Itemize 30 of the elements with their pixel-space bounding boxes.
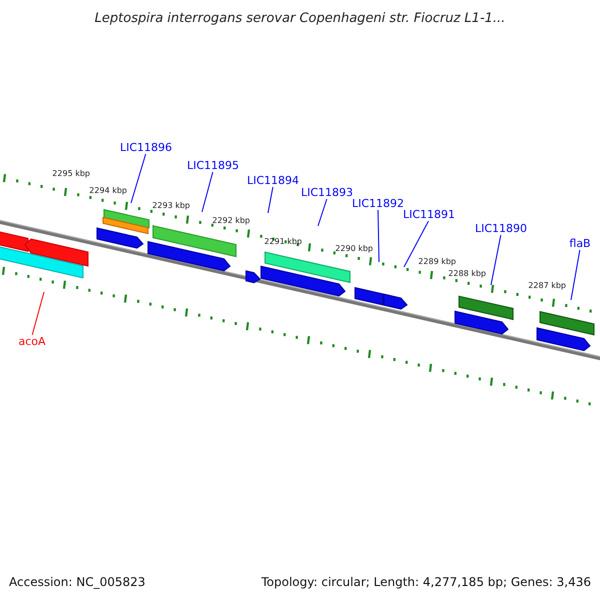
leader-line	[268, 186, 274, 214]
footer-text: Topology: circular; Length: 4,277,185 bp; Genes: 3,436	[261, 576, 591, 588]
scale-label: 2289 kbp	[418, 258, 456, 266]
scale-label: 2290 kbp	[335, 245, 373, 253]
gene-label: acoA	[18, 336, 46, 347]
scale-label: 2287 kbp	[528, 282, 566, 290]
scale-label: 2291 kbp	[264, 238, 302, 246]
gene-label: flaB	[569, 238, 591, 249]
gene-label: LIC11896	[120, 142, 172, 153]
leader-line	[378, 210, 380, 262]
scale-label: 2295 kbp	[52, 170, 90, 178]
gene-label: LIC11890	[474, 223, 528, 234]
scale-label: 2293 kbp	[152, 202, 190, 210]
leader-line	[490, 234, 502, 286]
leader-line	[130, 154, 146, 204]
scale-label: 2288 kbp	[448, 270, 486, 278]
leader-line	[318, 198, 328, 226]
gene-label: LIC11892	[352, 198, 404, 209]
gene-label: LIC11894	[246, 175, 300, 186]
scale-label: 2292 kbp	[212, 217, 250, 225]
leader-line	[32, 292, 44, 336]
leader-line	[404, 220, 429, 268]
diagram-title: Leptospira interrogans serovar Copenhageni str. Fiocruz L1-1...	[94, 12, 506, 25]
scale-label: 2294 kbp	[89, 187, 127, 195]
footer-text: Accession: NC_005823	[9, 576, 146, 588]
gene-label: LIC11891	[402, 209, 456, 220]
gene-label: LIC11893	[300, 187, 354, 198]
gene-label: LIC11895	[186, 160, 240, 171]
leader-line	[570, 250, 580, 300]
leader-line	[202, 172, 214, 212]
